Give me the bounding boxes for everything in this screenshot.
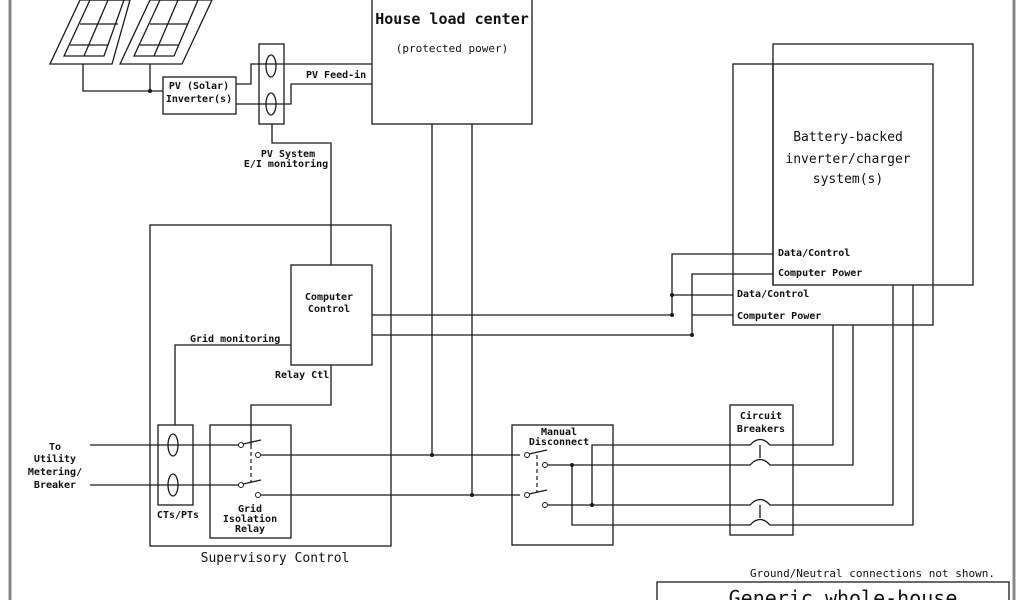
utility-label-2: Utility	[34, 453, 76, 465]
supervisory-control-box	[149, 224, 392, 547]
battery-system-box-back	[772, 43, 974, 286]
utility-label-1: To	[49, 442, 61, 453]
circuit-breakers-label-2: Breakers	[737, 424, 785, 435]
grid-monitoring-label: Grid monitoring	[190, 333, 280, 345]
manual-disconnect-switch-icon	[524, 449, 548, 508]
pv-inverter-box	[162, 76, 237, 115]
grid-isolation-relay-box	[209, 424, 292, 539]
breaker-icon	[737, 438, 783, 466]
supervisory-control-label: Supervisory Control	[201, 551, 350, 566]
pv-feed-in-label: PV Feed-in	[306, 69, 366, 81]
battery-front-data-port: Data/Control	[737, 289, 809, 300]
computer-control-box	[290, 264, 373, 366]
current-transformer-icon	[167, 473, 179, 497]
battery-system-label-1: Battery-backed	[793, 130, 903, 145]
manual-disconnect-label-2: Disconnect	[529, 436, 589, 448]
cts-pts-box	[157, 424, 194, 506]
pv-monitoring-label-1: PV System	[261, 149, 315, 160]
breaker-icon	[737, 498, 783, 526]
relay-ctl-label: Relay Ctl	[275, 370, 329, 381]
circuit-breakers-label-1: Circuit	[740, 410, 782, 422]
house-load-center-box	[371, 0, 533, 125]
title-block	[656, 581, 1010, 600]
current-transformer-icon	[265, 54, 277, 78]
pv-monitoring-sensor-box	[258, 43, 285, 125]
computer-control-label-1: Computer	[305, 292, 353, 303]
manual-disconnect-label-1: Manual	[541, 427, 577, 438]
utility-label-4: Breaker	[34, 480, 76, 491]
battery-front-power-port: Computer Power	[737, 311, 821, 322]
current-transformer-icon	[265, 92, 277, 116]
house-load-center-title: House load center	[375, 10, 529, 28]
grid-relay-label-2: Isolation	[223, 513, 277, 525]
relay-switch-icon	[238, 439, 262, 498]
grid-relay-label-1: Grid	[238, 503, 262, 515]
grid-relay-label-3: Relay	[235, 524, 265, 535]
battery-back-data-port: Data/Control	[778, 248, 850, 259]
computer-control-label-2: Control	[308, 304, 350, 315]
pv-inverter-label-2: Inverter(s)	[166, 94, 232, 105]
pv-monitoring-label-2: E/I monitoring	[244, 158, 328, 170]
house-load-center-subtitle: (protected power)	[396, 42, 509, 55]
circuit-breakers-box	[729, 404, 794, 536]
manual-disconnect-box	[511, 424, 614, 546]
battery-system-label-2: inverter/charger	[785, 152, 910, 167]
ground-neutral-note: Ground/Neutral connections not shown.	[750, 567, 995, 580]
current-transformer-icon	[167, 433, 179, 457]
cts-pts-label: CTs/PTs	[157, 510, 199, 521]
title-block-text: Generic whole-house	[729, 586, 958, 600]
battery-back-power-port: Computer Power	[778, 268, 862, 279]
pv-inverter-label-1: PV (Solar)	[169, 81, 229, 92]
utility-label-3: Metering/	[28, 466, 82, 478]
solar-panel-icon	[48, 0, 131, 65]
battery-system-label-3: system(s)	[813, 172, 883, 187]
solar-panel-icon	[118, 0, 213, 65]
